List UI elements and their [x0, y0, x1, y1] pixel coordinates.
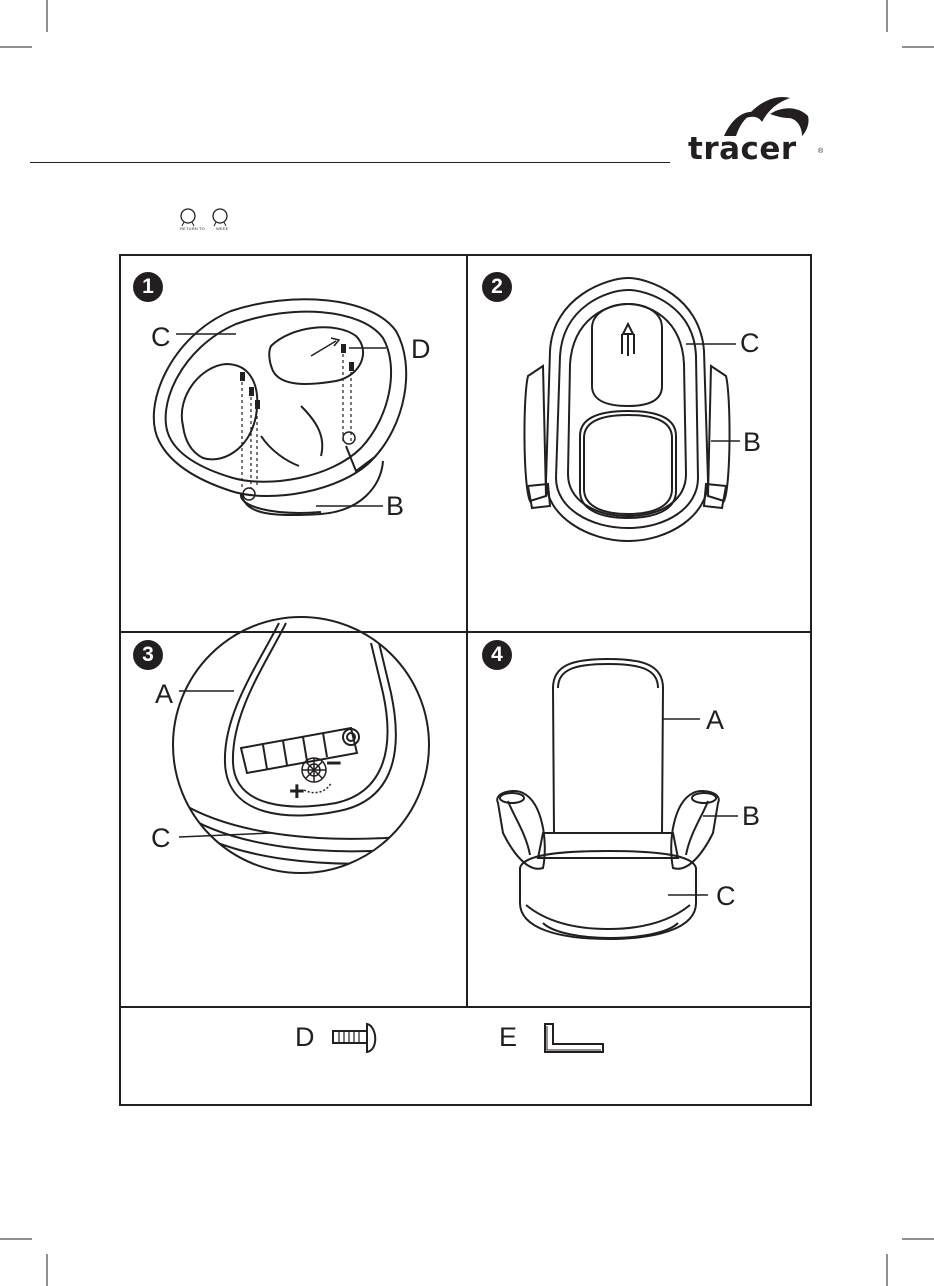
hex-key-icon — [543, 1022, 607, 1056]
parts-list: D E — [121, 1008, 810, 1104]
recycle-icon — [178, 206, 238, 228]
callout-label: C — [716, 883, 736, 910]
step-panel-4: 4 A B C — [468, 633, 810, 1006]
callout-label: B — [386, 493, 404, 520]
brand-logo: tracer ® — [684, 88, 834, 170]
callout-label: B — [742, 803, 760, 830]
step-panel-2: 2 C B — [468, 256, 810, 631]
registered-mark: ® — [818, 148, 823, 155]
icon-caption: RETURN TO — [180, 226, 205, 231]
callout-label: A — [706, 707, 724, 734]
tighten-plus-symbol: + — [289, 778, 305, 805]
header-rule — [30, 162, 670, 163]
icon-caption: WEEE — [216, 226, 229, 231]
brand-wordmark: tracer — [688, 134, 797, 165]
step-panel-1: 1 — [121, 256, 466, 631]
part-letter: E — [499, 1024, 517, 1051]
assembly-diagram-frame: 1 — [119, 254, 812, 1106]
part-letter: D — [295, 1024, 315, 1051]
loosen-minus-symbol: − — [326, 750, 342, 777]
callout-label: C — [151, 825, 171, 852]
callout-label: B — [743, 429, 761, 456]
seat-base-illustration — [121, 256, 466, 631]
callout-label: C — [740, 330, 760, 357]
bolt-icon — [331, 1022, 381, 1056]
callout-label: C — [151, 324, 171, 351]
step-panel-3: 3 — [121, 633, 466, 1006]
callout-label: A — [155, 681, 173, 708]
callout-label: D — [411, 336, 431, 363]
warranty-icons: RETURN TO WEEE — [178, 206, 238, 234]
